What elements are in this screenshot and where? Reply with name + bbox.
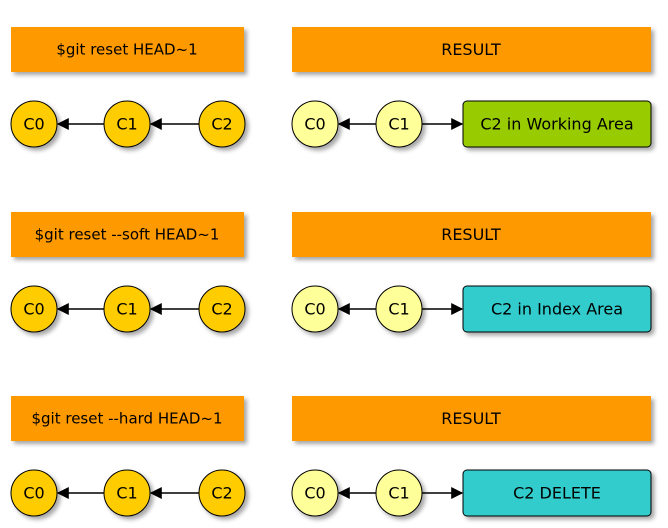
commit-node bbox=[10, 285, 58, 333]
result-box-label: C2 in Index Area bbox=[491, 300, 623, 319]
command-label: $git reset HEAD~1 bbox=[56, 41, 197, 59]
commit-node bbox=[198, 100, 246, 148]
commit-node bbox=[10, 469, 58, 517]
reset-row: $git reset --hard HEAD~1 RESULT C0 C1 C2 C0 C1… bbox=[10, 396, 652, 517]
commit-label: C0 bbox=[23, 484, 44, 503]
result-title: RESULT bbox=[441, 225, 501, 244]
command-header bbox=[11, 396, 244, 441]
command-header bbox=[11, 27, 244, 72]
result-box bbox=[462, 100, 652, 148]
result-title: RESULT bbox=[441, 40, 501, 59]
result-commit-label: C0 bbox=[304, 300, 325, 319]
commit-node bbox=[103, 469, 151, 517]
result-header bbox=[292, 396, 651, 441]
commit-node bbox=[103, 100, 151, 148]
result-box-label: C2 in Working Area bbox=[480, 115, 633, 134]
commit-node bbox=[198, 469, 246, 517]
reset-row: $git reset HEAD~1 RESULT C0 C1 C2 C0 C1 C2 in W… bbox=[10, 27, 652, 148]
commit-node bbox=[10, 100, 58, 148]
result-commit-node bbox=[375, 469, 423, 517]
result-commit-node bbox=[375, 100, 423, 148]
reset-row: $git reset --soft HEAD~1 RESULT C0 C1 C2 C0 C1… bbox=[10, 212, 652, 333]
result-header bbox=[292, 27, 651, 72]
result-title: RESULT bbox=[441, 409, 501, 428]
commit-label: C2 bbox=[211, 115, 232, 134]
result-box bbox=[462, 285, 652, 333]
result-box bbox=[462, 469, 652, 517]
command-label: $git reset --soft HEAD~1 bbox=[35, 226, 220, 244]
commit-label: C0 bbox=[23, 300, 44, 319]
result-commit-label: C0 bbox=[304, 115, 325, 134]
commit-label: C1 bbox=[116, 484, 137, 503]
command-label: $git reset --hard HEAD~1 bbox=[31, 410, 222, 428]
command-header bbox=[11, 212, 244, 257]
commit-label: C2 bbox=[211, 300, 232, 319]
result-commit-node bbox=[291, 469, 339, 517]
result-commit-label: C1 bbox=[388, 300, 409, 319]
commit-node bbox=[103, 285, 151, 333]
result-commit-node bbox=[291, 285, 339, 333]
commit-label: C2 bbox=[211, 484, 232, 503]
result-box-label: C2 DELETE bbox=[513, 484, 601, 503]
result-commit-label: C0 bbox=[304, 484, 325, 503]
result-commit-label: C1 bbox=[388, 484, 409, 503]
commit-node bbox=[198, 285, 246, 333]
commit-label: C1 bbox=[116, 115, 137, 134]
result-commit-node bbox=[375, 285, 423, 333]
result-commit-label: C1 bbox=[388, 115, 409, 134]
commit-label: C0 bbox=[23, 115, 44, 134]
commit-label: C1 bbox=[116, 300, 137, 319]
result-commit-node bbox=[291, 100, 339, 148]
result-header bbox=[292, 212, 651, 257]
